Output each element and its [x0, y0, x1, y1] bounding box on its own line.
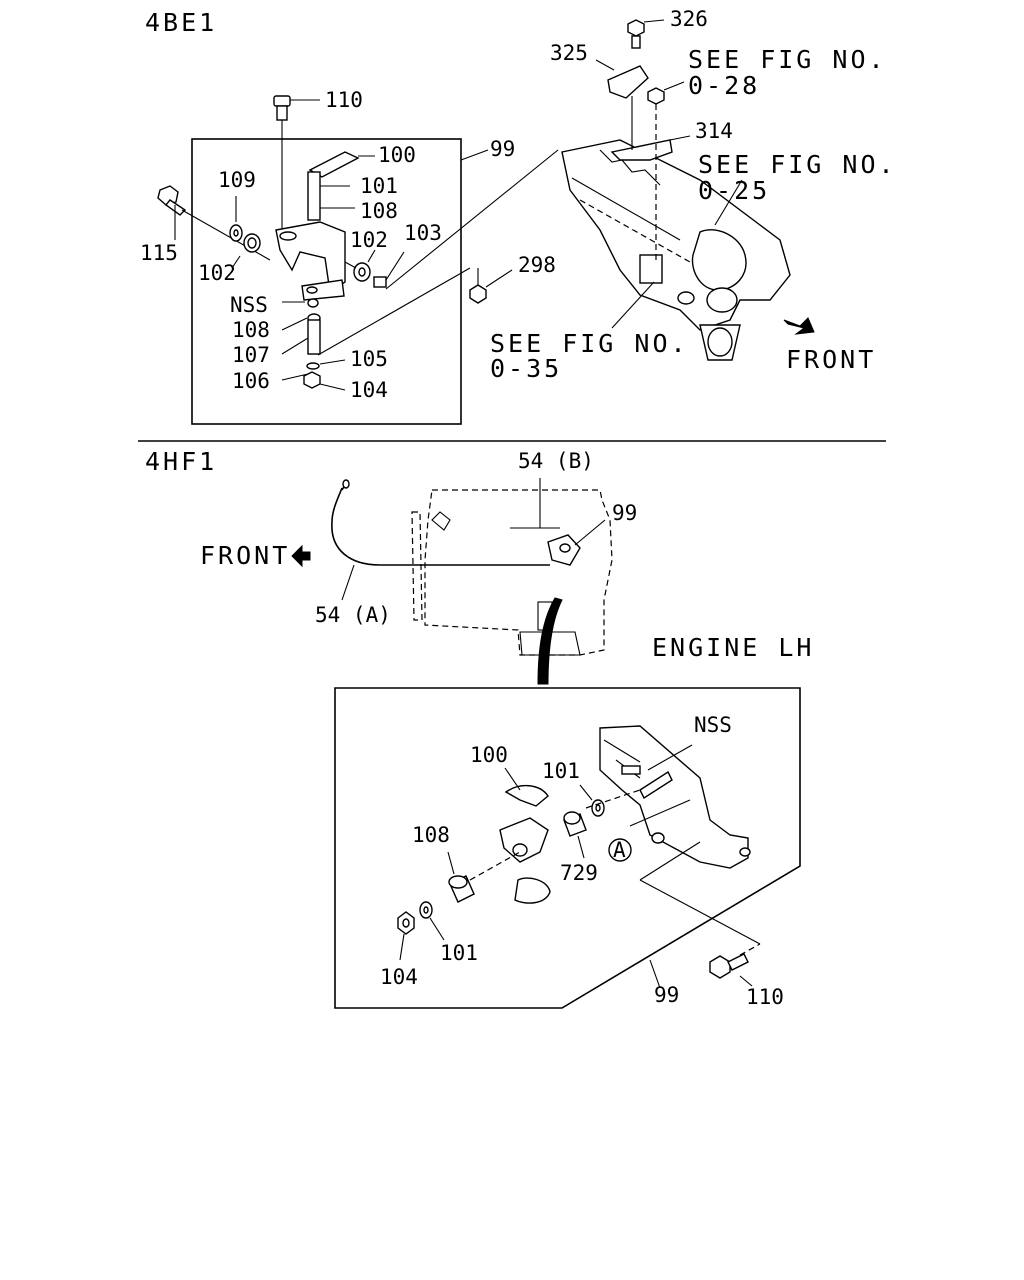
ref-fig-035-line2: 0-35: [490, 354, 562, 383]
bracket-4be1-icon: [275, 221, 346, 301]
mounting-bracket-icon: [595, 19, 691, 260]
section-4hf1: 4HF1 FRONT: [145, 447, 814, 1009]
part-label-104-detail: 104: [380, 965, 418, 989]
part-label-729: 729: [560, 861, 598, 885]
section-title-4be1: 4BE1: [145, 8, 217, 37]
part-label-109: 109: [218, 168, 256, 192]
section-title-4hf1: 4HF1: [145, 447, 217, 476]
part-label-326: 326: [670, 7, 708, 31]
part-label-nss-top: NSS: [230, 293, 268, 317]
ref-fig-035-line1: SEE FIG NO.: [490, 329, 689, 358]
bracket-plate-nss-icon: [599, 725, 751, 869]
section-4be1: 4BE1: [140, 7, 897, 425]
bolt-110-icon: [273, 95, 320, 232]
part-label-102-right: 102: [350, 228, 388, 252]
part-label-110-detail: 110: [746, 985, 784, 1009]
injection-pump-icon: [561, 139, 791, 361]
callout-a-circle: [608, 838, 632, 862]
front-label-top: FRONT: [786, 345, 876, 374]
detail-box: [334, 687, 801, 1009]
bushing-102-right-icon: [353, 249, 376, 282]
pin-103-icon: [344, 251, 405, 288]
washer-101-top-icon: [579, 784, 605, 817]
part-label-298: 298: [518, 253, 556, 277]
part-label-108-detail: 108: [412, 823, 450, 847]
part-label-54a: 54 (A): [315, 603, 391, 627]
ref-fig-028-line1: SEE FIG NO.: [688, 45, 887, 74]
part-label-108-bottom: 108: [232, 318, 270, 342]
leader-a: [639, 841, 701, 881]
front-arrow-bottom-icon: [291, 544, 311, 568]
leader-to-engine: [385, 149, 559, 290]
throttle-cable-icon: [331, 478, 560, 601]
part-label-325: 325: [550, 41, 588, 65]
front-label-bottom: FRONT: [200, 541, 290, 570]
zoom-pointer-icon: [537, 597, 563, 685]
callout-a-letter: A: [613, 838, 626, 862]
bolt-115-icon: [157, 185, 271, 261]
part-label-314: 314: [695, 119, 733, 143]
washer-101-bottom-icon: [419, 901, 445, 941]
part-label-99-upper: 99: [612, 501, 637, 525]
part-label-107: 107: [232, 343, 270, 367]
part-label-104: 104: [350, 378, 388, 402]
part-label-102-left: 102: [198, 261, 236, 285]
collar-108-icon: [447, 851, 475, 903]
lever-100-detail-icon: [499, 767, 551, 904]
nut-104-icon: [397, 911, 415, 961]
leader-110-bottom: [639, 879, 761, 945]
leader-99-bottom: [649, 959, 661, 989]
part-label-101: 101: [360, 174, 398, 198]
washer-109-icon: [229, 196, 243, 242]
bolt-110-bottom-icon: [709, 943, 761, 987]
part-label-100-bottom: 100: [470, 743, 508, 767]
part-label-101-lower: 101: [440, 941, 478, 965]
ref-fig-028-line2: 0-28: [688, 71, 760, 100]
parts-stack-icon: [281, 298, 346, 391]
stud-icon: [639, 770, 673, 800]
lever-assembly-small-icon: [547, 519, 606, 566]
bushing-102-left-icon: [231, 233, 261, 269]
part-label-54b: 54 (B): [518, 449, 594, 473]
leader-298: [317, 267, 471, 356]
leader-99-top: [460, 149, 489, 161]
ref-fig-025-line2: 0-25: [698, 176, 770, 205]
part-label-103: 103: [404, 221, 442, 245]
bushing-729-icon: [563, 811, 587, 859]
part-label-110: 110: [325, 88, 363, 112]
nut-298-icon: [469, 268, 513, 304]
part-label-99-top: 99: [490, 137, 515, 161]
front-arrow-top-icon: [783, 317, 815, 335]
part-label-101-upper: 101: [542, 759, 580, 783]
part-label-106: 106: [232, 369, 270, 393]
ref-fig-025-line1: SEE FIG NO.: [698, 150, 897, 179]
part-label-115: 115: [140, 241, 178, 265]
part-label-105: 105: [350, 347, 388, 371]
engine-lh-outline-icon: [411, 489, 613, 656]
part-label-100: 100: [378, 143, 416, 167]
lever-100-icon: [307, 151, 375, 221]
part-label-108-top: 108: [360, 199, 398, 223]
engine-side-label: ENGINE LH: [652, 633, 814, 662]
part-label-nss-bottom: NSS: [694, 713, 732, 737]
parts-box-4be1: [191, 138, 462, 425]
part-label-99-lower: 99: [654, 983, 679, 1007]
